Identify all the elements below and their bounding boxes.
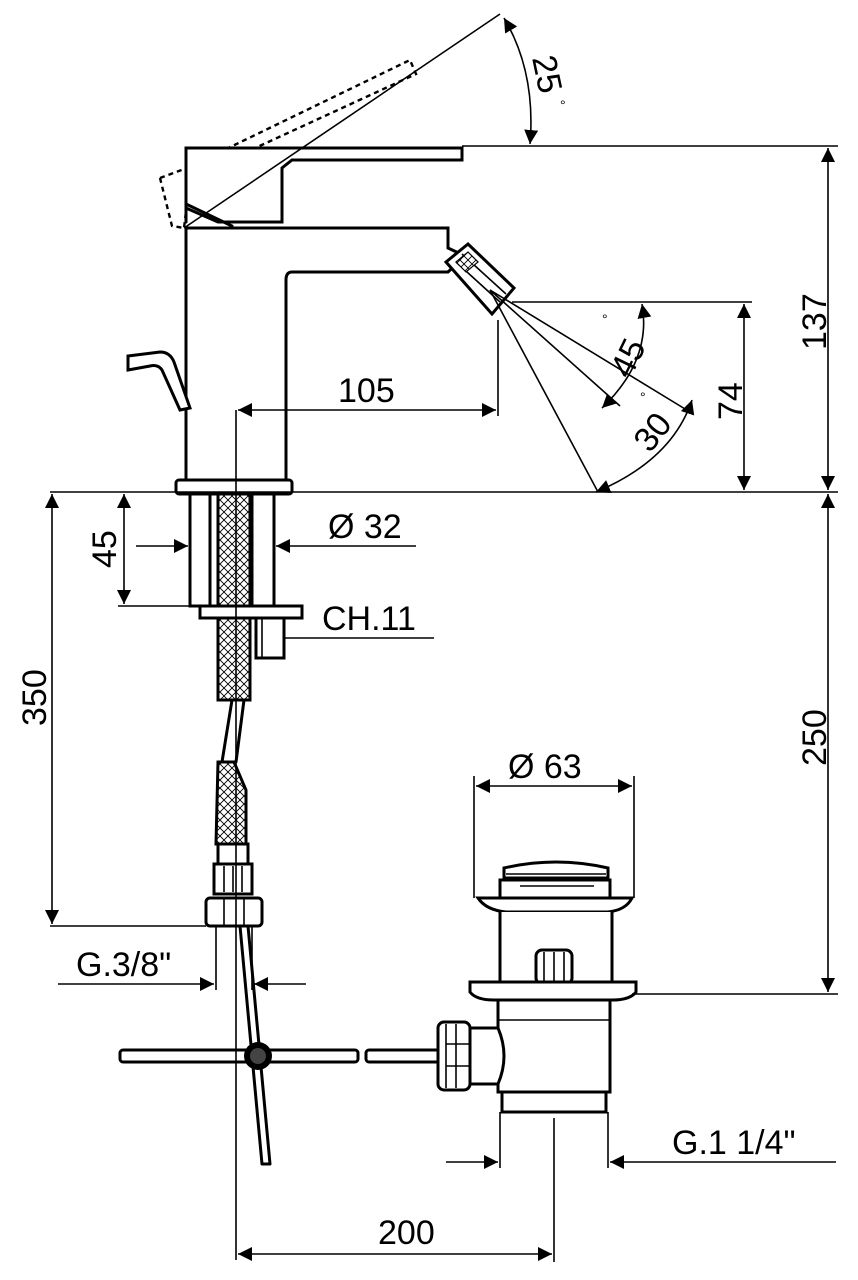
dimension-lines [45,13,838,1262]
angle-lever-label: 25 [524,52,569,97]
hex-nut-label: CH.11 [322,600,416,638]
lever-open-position [158,58,418,230]
drain-pull-rod [118,1042,442,1070]
hose-length-label: 350 [16,669,54,726]
aerator-nozzle [443,241,517,317]
diameter-drain-label: Ø 63 [508,748,582,786]
supply-hose [216,492,252,702]
diameter-shank-label: Ø 32 [328,508,402,546]
height-outlet-label: 74 [712,382,750,420]
height-spout-label: 137 [796,293,834,350]
angle-spray-max-degree: ° [602,311,608,327]
drain-height-label: 250 [796,709,834,766]
popup-lift-rod [126,350,192,412]
connection-drain-label: G.1 1/4" [672,1124,796,1162]
mounting-plate [198,604,304,620]
lever-handle [184,146,464,224]
length-spout-label: 105 [338,372,395,410]
mixer-tap [118,58,517,1166]
tap-body [184,226,468,482]
angle-spray-max-label: 45 [603,333,654,384]
angle-spray-min-label: 30 [626,406,679,459]
connection-supply-label: G.3/8" [76,946,171,984]
hose-fitting [204,842,264,928]
deck-thickness-label: 45 [86,530,124,568]
distance-axis-label: 200 [378,1214,435,1252]
angle-lever-degree: ° [560,97,566,113]
angle-spray-min-degree: ° [640,389,646,405]
popup-waste-drain [436,860,638,1114]
